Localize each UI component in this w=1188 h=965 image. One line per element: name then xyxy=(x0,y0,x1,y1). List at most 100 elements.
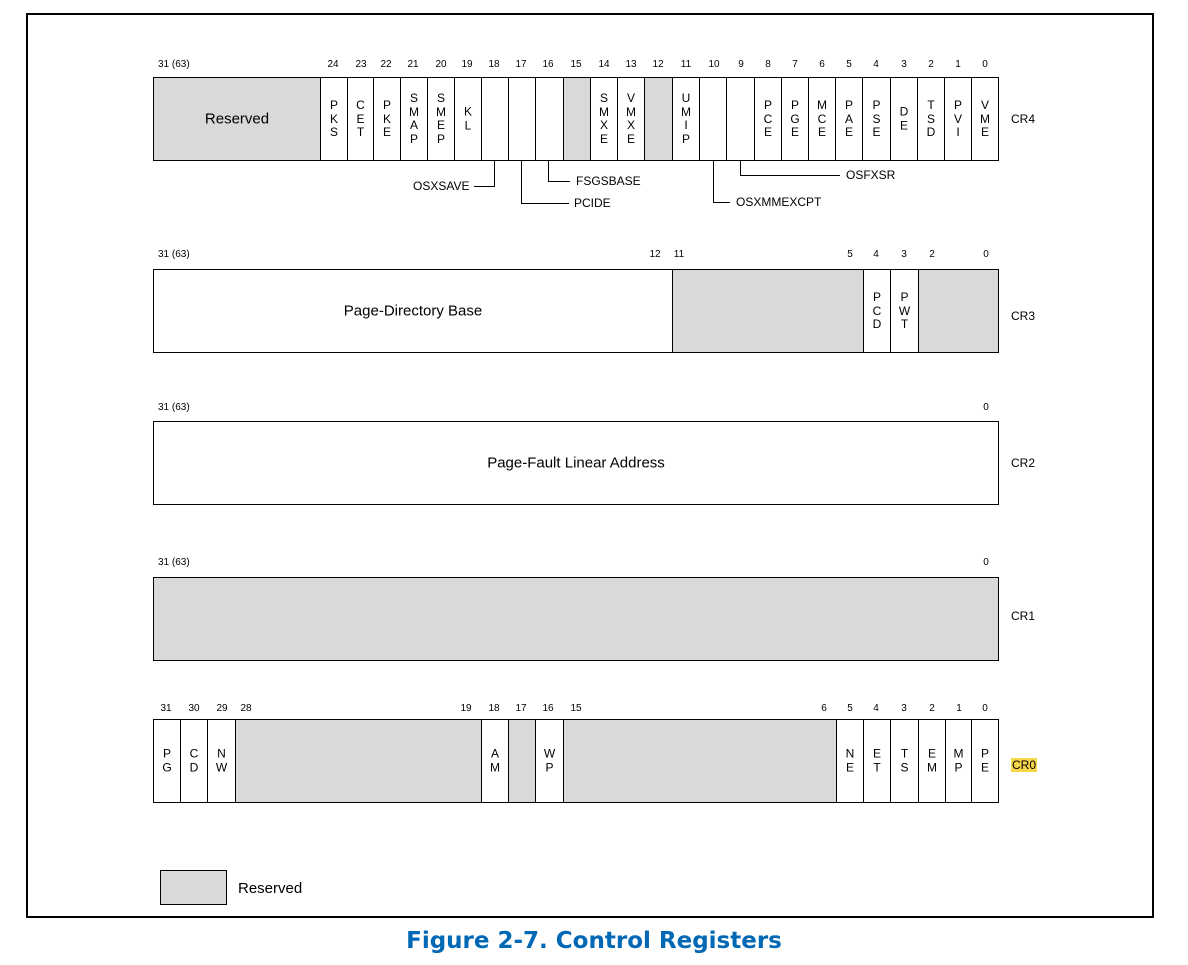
cr0-bit-label: 2 xyxy=(929,703,935,714)
callout-line xyxy=(521,203,569,204)
field-label: P S E xyxy=(872,97,881,139)
cr3-bit-label: 3 xyxy=(901,249,907,260)
figure-frame xyxy=(26,13,1154,918)
callout-osxsave: OSXSAVE xyxy=(413,179,470,193)
field-label: E T xyxy=(872,746,881,774)
cr3-bit-label: 12 xyxy=(649,249,661,260)
cr1-register xyxy=(153,577,999,661)
cr4-bit-label: 23 xyxy=(355,59,367,70)
cr4-bit-label: 18 xyxy=(488,59,500,70)
cr4-bit-label: 4 xyxy=(873,59,879,70)
cr4-field-pge: P G E xyxy=(782,78,809,160)
cr4-bit-label: 11 xyxy=(680,59,692,70)
cr1-bit-label: 0 xyxy=(983,557,989,568)
cr0-field-nw: N W xyxy=(208,720,236,802)
cr4-bit-label: 1 xyxy=(955,59,961,70)
cr4-field-pke: P K E xyxy=(374,78,401,160)
cr4-bit-label: 13 xyxy=(625,59,637,70)
field-label: S M X E xyxy=(599,91,609,146)
field-label: Page-Fault Linear Address xyxy=(487,454,665,472)
callout-line xyxy=(713,202,730,203)
cr4-field-vmxe: V M X E xyxy=(618,78,645,160)
field-label: P E xyxy=(980,746,989,774)
cr0-bit-label: 3 xyxy=(901,703,907,714)
cr4-field-pse: P S E xyxy=(863,78,891,160)
cr4-label: CR4 xyxy=(1011,112,1036,126)
field-label: E M xyxy=(927,746,937,774)
cr4-field-reserved-12 xyxy=(645,78,673,160)
cr3-bit-label: 4 xyxy=(873,249,879,260)
field-label: V M X E xyxy=(626,91,636,146)
cr0-field-cd: C D xyxy=(181,720,208,802)
cr0-reserved-field xyxy=(509,720,536,802)
cr4-field-osxmmexcpt xyxy=(700,78,727,160)
cr4-bit-label: 21 xyxy=(407,59,419,70)
field-label: N E xyxy=(845,746,855,774)
field-label: P G xyxy=(162,746,172,774)
cr4-field-pce: P C E xyxy=(755,78,782,160)
field-label: W P xyxy=(543,746,556,774)
cr0-bit-label: 30 xyxy=(188,703,200,714)
cr4-bit-label: 5 xyxy=(846,59,852,70)
field-label: D E xyxy=(899,104,909,132)
cr4-bit-label: 15 xyxy=(570,59,582,70)
callout-line xyxy=(474,186,495,187)
cr4-bit-label: 20 xyxy=(435,59,447,70)
cr3-bit-label: 0 xyxy=(983,249,989,260)
cr0-bit-label: 1 xyxy=(956,703,962,714)
field-label: P A E xyxy=(844,97,853,139)
cr0-field-wp: W P xyxy=(536,720,564,802)
field-label: P K E xyxy=(382,97,391,139)
cr3-bit-label: 31 (63) xyxy=(158,249,190,260)
cr0-bit-label: 29 xyxy=(216,703,228,714)
cr4-bit-label: 7 xyxy=(792,59,798,70)
callout-pcide: PCIDE xyxy=(574,196,611,210)
cr0-bit-label: 16 xyxy=(542,703,554,714)
cr4-field-pvi: P V I xyxy=(945,78,972,160)
cr4-field-pae: P A E xyxy=(836,78,863,160)
cr3-bit-label: 2 xyxy=(929,249,935,260)
cr4-field-smap: S M A P xyxy=(401,78,428,160)
cr2-page-fault-linear-address: Page-Fault Linear Address xyxy=(154,422,998,504)
cr4-field-mce: M C E xyxy=(809,78,836,160)
cr3-bit-label: 5 xyxy=(847,249,853,260)
cr2-register: Page-Fault Linear Address xyxy=(153,421,999,505)
cr0-bit-label: 6 xyxy=(821,703,827,714)
cr4-bit-label: 16 xyxy=(542,59,554,70)
legend-swatch xyxy=(160,870,227,905)
cr4-bit-label: 9 xyxy=(738,59,744,70)
field-label: C E T xyxy=(356,97,365,139)
cr0-bit-label: 5 xyxy=(847,703,853,714)
cr1-label: CR1 xyxy=(1011,609,1036,623)
cr3-label: CR3 xyxy=(1011,309,1036,323)
callout-line xyxy=(494,160,495,186)
cr0-register: P G C D N W A M W P N E E T T S E M M P … xyxy=(153,719,999,803)
field-label: M P xyxy=(953,746,964,774)
cr3-register: Page-Directory Base P C D P W T xyxy=(153,269,999,353)
cr0-bit-label: 17 xyxy=(515,703,527,714)
field-label: T S D xyxy=(926,97,936,139)
field-label: N W xyxy=(215,746,228,774)
cr4-field-pcide xyxy=(509,78,536,160)
cr3-reserved-field xyxy=(919,270,998,352)
cr4-bit-label: 24 xyxy=(327,59,339,70)
cr0-bit-label: 0 xyxy=(982,703,988,714)
cr3-page-directory-base: Page-Directory Base xyxy=(154,270,673,352)
figure-caption: Figure 2-7. Control Registers xyxy=(406,928,782,954)
callout-line xyxy=(713,160,714,202)
cr4-field-osfxsr xyxy=(727,78,755,160)
field-label: A M xyxy=(490,746,500,774)
callout-osxmmexcpt: OSXMMEXCPT xyxy=(736,195,822,209)
field-label: P C D xyxy=(872,289,882,331)
cr0-field-pg: P G xyxy=(154,720,181,802)
field-label: T S xyxy=(900,746,909,774)
callout-line xyxy=(740,175,840,176)
field-label: P G E xyxy=(790,97,800,139)
callout-line xyxy=(740,160,741,175)
cr0-field-am: A M xyxy=(482,720,509,802)
cr0-bit-label: 18 xyxy=(488,703,500,714)
field-label: P K S xyxy=(329,97,338,139)
cr4-bit-label: 6 xyxy=(819,59,825,70)
cr4-bit-label: 19 xyxy=(461,59,473,70)
cr3-bit-label: 11 xyxy=(673,249,685,260)
